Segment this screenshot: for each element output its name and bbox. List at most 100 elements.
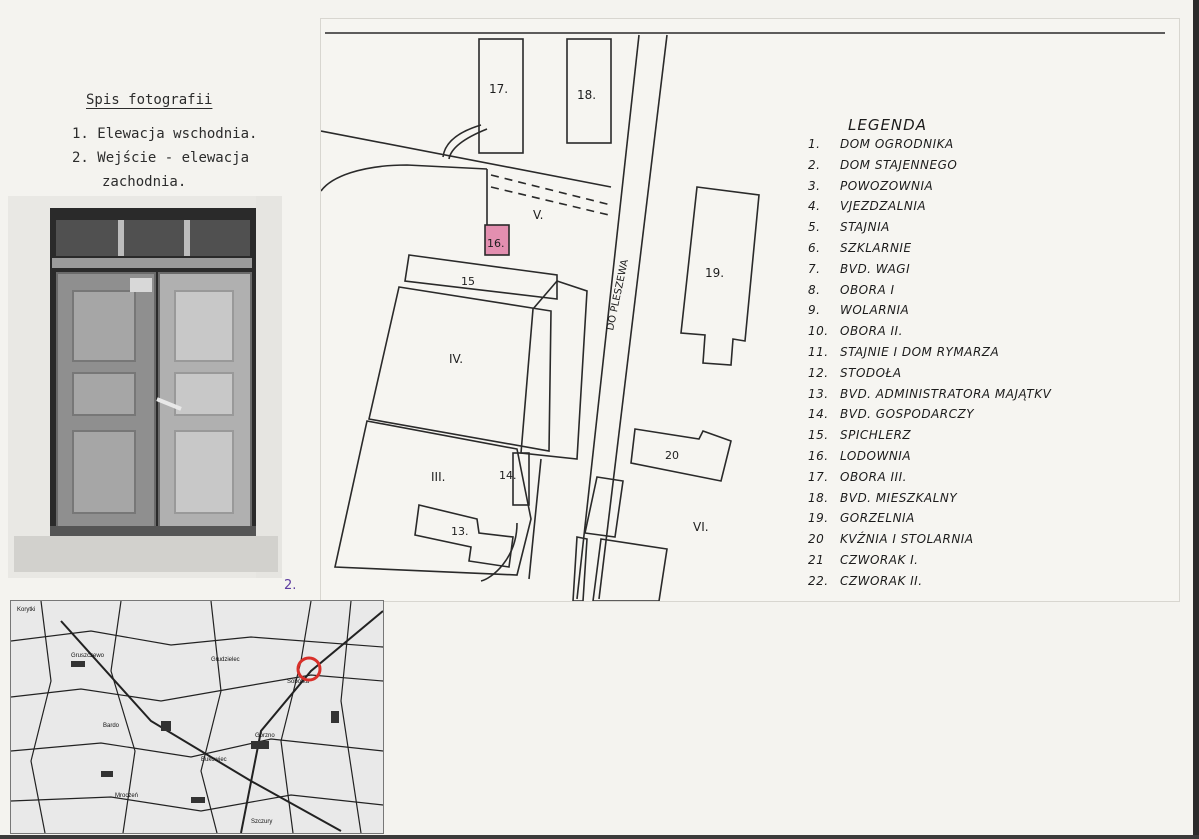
map-village <box>331 711 339 723</box>
photo-list-title: Spis fotografii <box>86 92 213 108</box>
legend-number: 2. <box>808 157 821 172</box>
legend-text: OBORA II. <box>840 324 903 339</box>
legend-item: 4.VJEZDZALNIA <box>808 196 1168 217</box>
legend-number: 16. <box>808 448 829 463</box>
door-panel <box>174 430 234 514</box>
plan-label-area-iv: IV. <box>449 352 463 366</box>
legend-text: BVD. WAGI <box>840 261 911 276</box>
legend-item: 9. WOLARNIA <box>808 300 1168 321</box>
map-road <box>11 738 383 758</box>
legend-number: 4. <box>808 199 821 214</box>
transom-bar <box>118 220 124 256</box>
area-iii <box>334 420 532 576</box>
legend-item: 3.POWOZOWNIA <box>808 176 1168 197</box>
legend-item: 14.BVD. GOSPODARCZY <box>808 404 1168 425</box>
legend-text: SPICHLERZ <box>840 428 912 443</box>
door-name-plate <box>130 278 152 292</box>
plan-label-16: 16. <box>487 237 505 250</box>
map-road <box>30 601 52 833</box>
map-place-label: Bukowiec <box>201 757 227 763</box>
map-place-label: Korytki <box>17 607 35 613</box>
legend-text: BVD. ADMINISTRATORA MAJĄTKV <box>840 386 1052 401</box>
legend-number: 1. <box>808 137 821 151</box>
legend-number: 20 <box>808 532 825 547</box>
map-place-label: Mroczeń <box>115 793 138 799</box>
map-village <box>71 661 85 667</box>
door-panel <box>72 372 136 416</box>
location-map-drawing: Korytki Gruszczewo Sobótka Grudzielec Ba… <box>11 601 383 833</box>
legend-text: STAJNIE I DOM RYMARZA <box>840 344 1000 359</box>
building-17 <box>478 38 524 154</box>
plan-label-14: 14. <box>499 469 517 482</box>
map-place-label: Górzno <box>255 733 275 739</box>
map-village <box>101 771 113 777</box>
site-plan-drawing: 17. 18. 16. 15 V. IV. III. 14. 13. 19. 2… <box>321 32 1165 601</box>
door-leaf-right <box>158 272 252 534</box>
legend-number: 6. <box>808 240 821 255</box>
door-transom <box>56 220 250 256</box>
path <box>442 124 482 158</box>
legend-item: 22.CZWORAK II. <box>808 571 1168 592</box>
legend-list: 1.DOM OGRODNIKA 2. DOM STAJENNEGO 3.POWOZ… <box>808 134 1168 592</box>
map-place-label: Gruszczewo <box>71 653 105 659</box>
building-22 <box>592 538 668 601</box>
map-main-road <box>240 610 383 833</box>
legend-text: DOM STAJENNEGO <box>840 157 958 172</box>
legend-number: 5. <box>808 220 821 235</box>
building-21 <box>584 476 624 538</box>
legend-text: WOLARNIA <box>840 303 910 318</box>
legend-item: 6.SZKLARNIE <box>808 238 1168 259</box>
dashed-path <box>490 186 610 216</box>
legend-text: BVD. MIESZKALNY <box>840 490 958 505</box>
map-place-label: Szczury <box>251 819 272 825</box>
plan-label-19: 19. <box>705 266 724 280</box>
map-road <box>110 601 136 833</box>
photo-list-item-continuation: zachodnia. <box>102 174 187 190</box>
sheet-edge-bottom <box>0 835 1199 839</box>
building-iv <box>368 286 552 452</box>
plan-label-area-vi: VI. <box>693 520 709 534</box>
legend-item: 8.OBORA I <box>808 280 1168 301</box>
legend-number: 17. <box>808 469 829 484</box>
legend-item: 7. BVD. WAGI <box>808 259 1168 280</box>
photo-list-item: 2. Wejście - elewacja <box>72 146 312 170</box>
path <box>480 522 518 582</box>
legend-item: 13. BVD. ADMINISTRATORA MAJĄTKV <box>808 384 1168 405</box>
location-map: Korytki Gruszczewo Sobótka Grudzielec Ba… <box>10 600 384 834</box>
door-leaf-left <box>56 272 156 534</box>
map-road <box>340 601 362 833</box>
legend-number: 7. <box>808 261 821 276</box>
plan-label-18: 18. <box>577 88 596 102</box>
legend-item: 5. STAJNIA <box>808 217 1168 238</box>
map-road <box>11 794 383 812</box>
door-lintel <box>52 258 252 268</box>
photo-list-item-text: Elewacja wschodnia. <box>97 126 258 142</box>
legend-number: 9. <box>808 303 821 318</box>
photo-number: 2. <box>284 578 297 593</box>
legend-number: 3. <box>808 178 821 193</box>
map-road <box>280 601 312 833</box>
legend-item: 12.STODOŁA <box>808 363 1168 384</box>
building-15 <box>404 254 558 300</box>
map-railway <box>60 620 342 832</box>
legend-item: 17.OBORA III. <box>808 467 1168 488</box>
map-village <box>191 797 205 803</box>
photo-list-item-number: 2. <box>72 150 89 166</box>
photo-list: Spis fotografii 1. Elewacja wschodnia. 2… <box>72 92 312 194</box>
dashed-path <box>490 174 612 206</box>
map-place-label: Grudzielec <box>211 657 240 663</box>
door-panel <box>72 290 136 362</box>
plan-label-road: DO PLESZEWA <box>605 258 631 331</box>
legend-number: 10. <box>808 324 829 339</box>
driveway-edge <box>321 130 612 188</box>
road-edge-left <box>576 34 640 600</box>
legend-text: STAJNIA <box>840 220 890 235</box>
legend-item: 1.DOM OGRODNIKA <box>808 134 1168 155</box>
map-place-label: Sobótka <box>287 679 310 685</box>
legend-number: 13. <box>808 386 829 401</box>
legend-item: 19.GORZELNIA <box>808 508 1168 529</box>
door-panel <box>174 290 234 362</box>
legend-text: BVD. GOSPODARCZY <box>840 407 975 422</box>
building-iv-wing <box>520 280 588 460</box>
building-18 <box>566 38 612 144</box>
